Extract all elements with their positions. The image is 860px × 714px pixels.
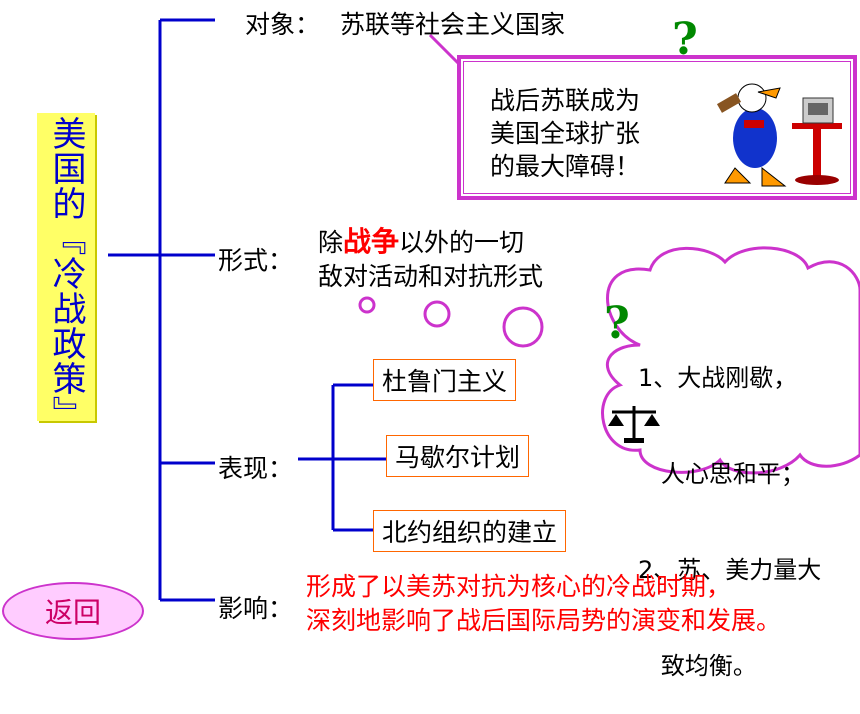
impact-line-1: 形成了以美苏对抗为核心的冷战时期， bbox=[306, 572, 732, 601]
form-text-pre: 除 bbox=[318, 228, 344, 257]
cloud-line: 2、苏、美力量大 bbox=[638, 556, 822, 584]
back-button[interactable]: 返回 bbox=[2, 582, 144, 640]
page-title: 美国的『冷战政策』 bbox=[46, 116, 86, 431]
cloud-text: 1、大战刚歇， 人心思和平； 2、苏、美力量大 致均衡。 bbox=[638, 298, 821, 714]
connector-lines bbox=[108, 18, 860, 602]
title-box bbox=[37, 113, 95, 421]
form-line-1: 除战争以外的一切 bbox=[318, 225, 543, 260]
manifest-item: 杜鲁门主义 bbox=[373, 359, 517, 401]
form-line-2: 敌对活动和对抗形式 bbox=[318, 262, 544, 291]
manifest-item: 马歇尔计划 bbox=[386, 435, 530, 477]
form-label: 形式： bbox=[218, 246, 294, 275]
note-line: 战后苏联成为 bbox=[490, 86, 641, 115]
note-box-inner-border bbox=[463, 61, 851, 194]
form-highlight: 战争 bbox=[343, 225, 400, 258]
note-line: 美国全球扩张 bbox=[490, 119, 641, 148]
form-text-post: 以外的一切 bbox=[399, 228, 525, 257]
cloud-line: 1、大战刚歇， bbox=[638, 364, 798, 392]
note-line: 的最大障碍！ bbox=[490, 152, 641, 181]
manifest-label: 表现： bbox=[218, 454, 294, 483]
note-box bbox=[457, 55, 857, 200]
impact-text: 形成了以美苏对抗为核心的冷战时期， 深刻地影响了战后国际局势的演变和发展。 bbox=[306, 570, 781, 638]
target-label: 对象： bbox=[245, 10, 321, 39]
target-text: 苏联等社会主义国家 bbox=[340, 10, 566, 39]
duck-cartoon-icon bbox=[716, 83, 842, 187]
balance-scale-icon bbox=[608, 406, 660, 443]
note-text: 战后苏联成为 美国全球扩张 的最大障碍！ bbox=[490, 84, 640, 183]
form-text: 除战争以外的一切 敌对活动和对抗形式 bbox=[318, 225, 543, 294]
question-mark-icon: ? bbox=[672, 14, 698, 65]
impact-line-2: 深刻地影响了战后国际局势的演变和发展。 bbox=[306, 606, 782, 635]
question-mark-icon: ? bbox=[604, 298, 630, 349]
impact-label: 影响： bbox=[218, 594, 294, 623]
cloud-line: 致均衡。 bbox=[638, 652, 757, 680]
cloud-line: 人心思和平； bbox=[638, 460, 805, 488]
manifest-item: 北约组织的建立 bbox=[373, 510, 567, 552]
